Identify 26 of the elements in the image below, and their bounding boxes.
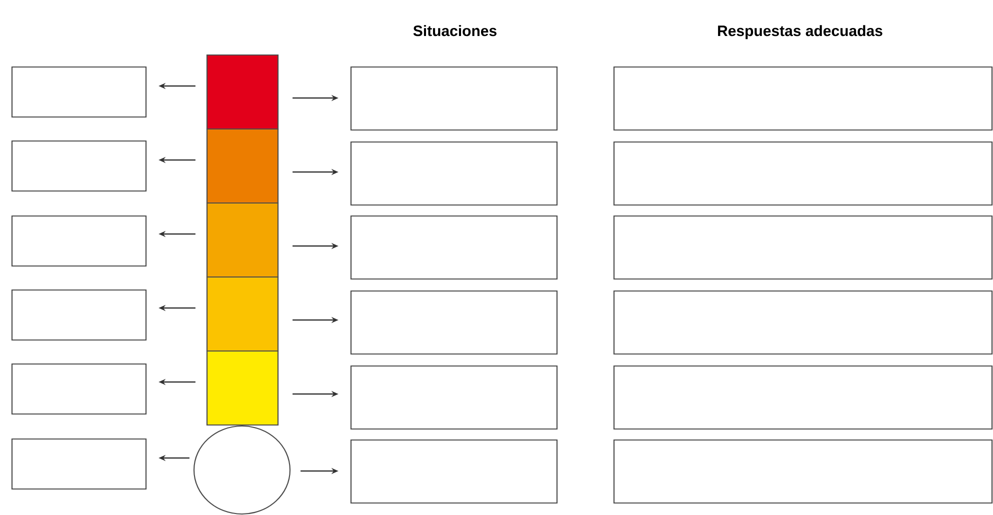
thermometer-segment (206, 128, 279, 204)
answer-box (11, 289, 147, 341)
answer-box (350, 141, 558, 206)
thermometer-segment (206, 202, 279, 278)
answer-box (11, 215, 147, 267)
column-heading: Respuestas adecuadas (718, 25, 882, 40)
answer-box (613, 141, 993, 206)
answer-box (613, 365, 993, 430)
answer-box (11, 363, 147, 415)
thermometer-segment (206, 276, 279, 352)
answer-box (350, 215, 558, 280)
answer-box (11, 140, 147, 192)
answer-box (350, 290, 558, 355)
answer-box (11, 66, 147, 118)
answer-box (11, 438, 147, 490)
answer-box (613, 215, 993, 280)
thermometer-bulb (193, 425, 291, 515)
thermometer-segment (206, 54, 279, 130)
answer-box (350, 365, 558, 430)
column-heading: Situaciones (413, 25, 496, 36)
answer-box (613, 290, 993, 355)
thermometer-segment (206, 350, 279, 426)
answer-box (350, 66, 558, 131)
answer-box (613, 66, 993, 131)
answer-box (350, 439, 558, 504)
answer-box (613, 439, 993, 504)
